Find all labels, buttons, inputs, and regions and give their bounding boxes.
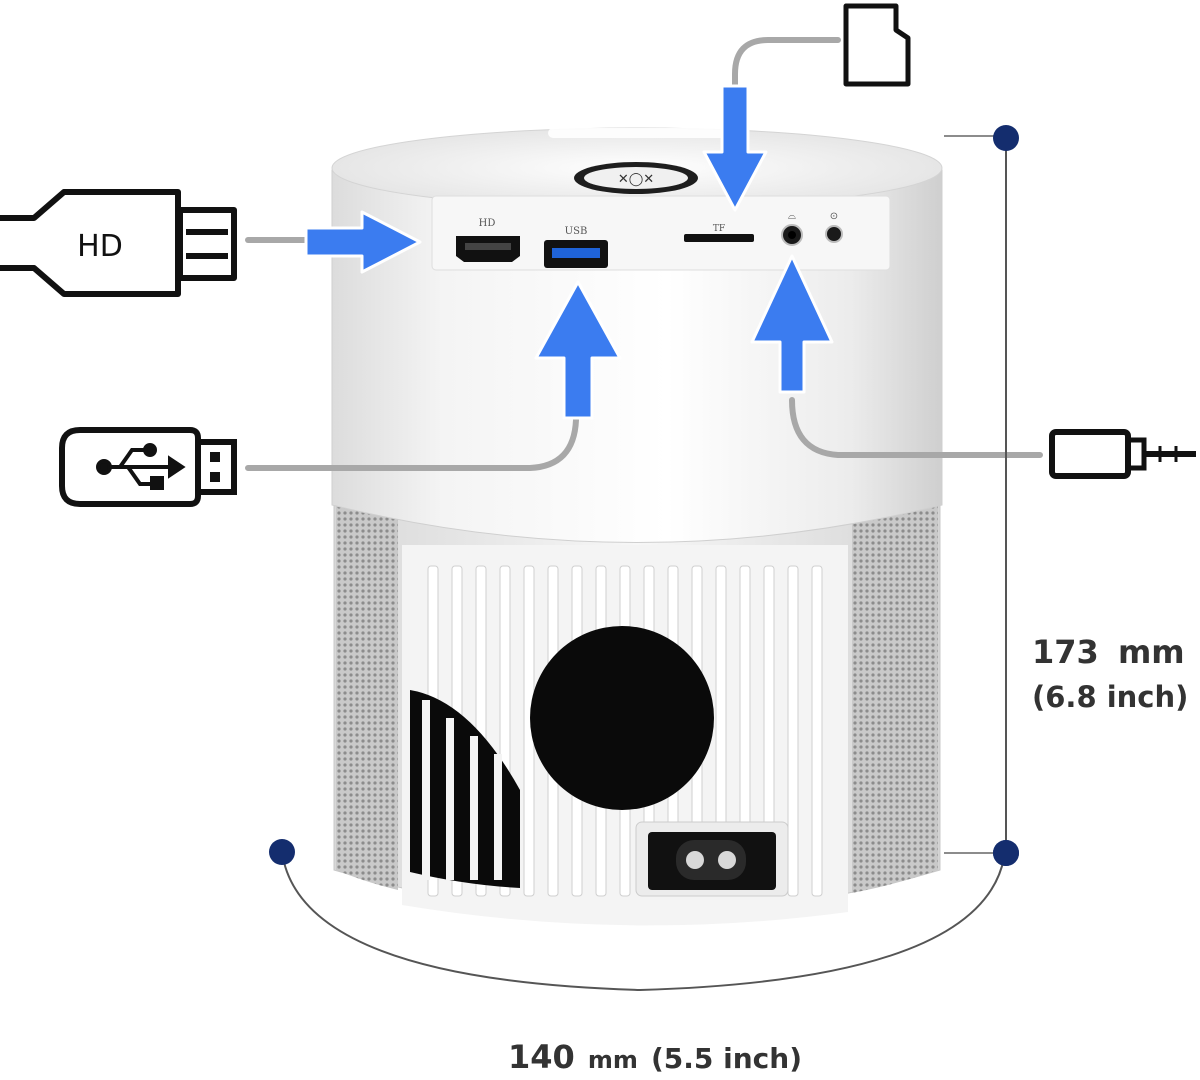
usb-port xyxy=(544,240,608,268)
height-imperial: (6.8 inch) xyxy=(1032,680,1188,714)
width-left-dot xyxy=(269,839,295,865)
audio-port: ⌓ xyxy=(781,211,803,246)
vent-slat xyxy=(811,565,823,897)
audio-jack-icon xyxy=(1049,429,1196,479)
usb-stick-icon xyxy=(59,427,237,507)
speaker-mesh-right xyxy=(852,490,938,893)
svg-text:⌓: ⌓ xyxy=(788,211,796,222)
fan-grille xyxy=(530,626,714,810)
arrow-usb xyxy=(534,280,622,420)
height-unit: mm xyxy=(1118,633,1185,671)
tf-cable-line xyxy=(732,37,841,93)
height-value: 173 xyxy=(1032,633,1099,671)
logo-emblem-icon: ✕◯✕ xyxy=(574,162,698,194)
projector-device: ✕◯✕ HD USB TF ⌓ xyxy=(331,127,943,926)
svg-text:140 mm (5.5 inch): 140 mm (5.5 inch) xyxy=(508,1038,802,1076)
side-vent xyxy=(410,690,520,888)
svg-text:173 mm: 173 mm xyxy=(1032,633,1185,671)
arrow-hd xyxy=(304,210,422,274)
tf-slot xyxy=(684,234,754,242)
arrow-audio xyxy=(750,254,834,394)
port-label-hd: HD xyxy=(479,218,496,229)
usb-cable-line xyxy=(245,417,579,471)
sd-card-icon xyxy=(843,3,911,87)
width-imperial: (5.5 inch) xyxy=(651,1042,802,1075)
port-label-tf: TF xyxy=(713,224,725,234)
side-vent-slat xyxy=(422,700,430,880)
svg-text:⊙: ⊙ xyxy=(830,211,838,222)
power-socket-icon xyxy=(635,821,789,897)
port-label-usb: USB xyxy=(565,226,588,237)
side-vent-slats xyxy=(422,700,502,880)
port-panel: HD USB TF ⌓ ⊙ xyxy=(431,195,891,271)
hdmi-plug-icon xyxy=(0,189,237,297)
width-value: 140 xyxy=(508,1038,575,1076)
height-top-dot xyxy=(993,125,1019,151)
arrow-tf xyxy=(702,84,768,212)
speaker-mesh-left xyxy=(336,490,398,890)
side-vent-slat xyxy=(446,718,454,880)
connection-arrows xyxy=(304,84,834,420)
svg-text:✕◯✕: ✕◯✕ xyxy=(618,172,654,187)
width-right-dot xyxy=(993,840,1019,866)
top-highlight xyxy=(548,128,728,138)
side-vent-slat xyxy=(470,736,478,880)
height-dimension: 173 mm (6.8 inch) xyxy=(944,125,1188,866)
hd-plug-label: HD xyxy=(77,229,123,264)
av-port: ⊙ xyxy=(825,211,843,243)
cable-lines xyxy=(245,37,1043,471)
vent-slat xyxy=(787,565,799,897)
hdmi-port xyxy=(456,236,520,262)
width-dimension: 140 mm (5.5 inch) xyxy=(269,839,1019,1076)
audio-cable-line xyxy=(789,397,1043,458)
width-unit: mm xyxy=(588,1046,638,1074)
side-vent-slat xyxy=(494,754,502,880)
